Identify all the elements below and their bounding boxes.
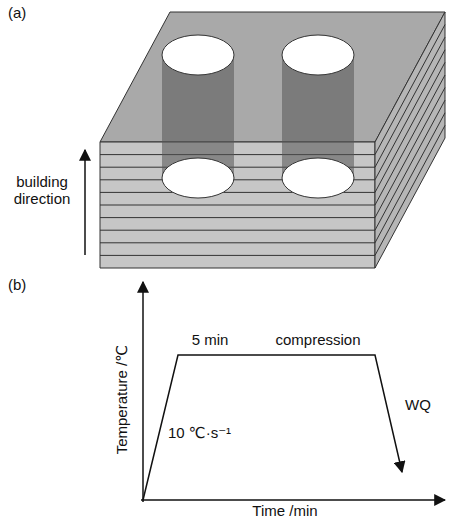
axis-title: Time /min — [252, 502, 317, 519]
temperature-profile — [143, 355, 402, 500]
right-face — [375, 12, 445, 268]
layer-lines — [100, 25, 445, 256]
step-label: compression — [275, 331, 360, 348]
x-axis — [141, 499, 445, 501]
layer-line — [375, 100, 445, 230]
cylinder-sample — [162, 35, 234, 198]
layer-line — [375, 75, 445, 205]
direction-label: building direction — [6, 173, 78, 208]
cylinder-sample — [282, 35, 354, 198]
layer-line — [100, 255, 375, 256]
panel-label: (b) — [8, 276, 26, 293]
layer-line — [100, 242, 375, 243]
panel-label: (a) — [8, 4, 26, 21]
cylinder-bottom — [162, 158, 234, 198]
printed-block — [100, 12, 445, 268]
layer-line — [375, 62, 445, 192]
axis-title: Temperature /℃ — [113, 345, 130, 454]
layer-line — [375, 125, 445, 255]
cylinder-top — [162, 35, 234, 75]
layer-line — [375, 50, 445, 180]
cylinder-bottom — [282, 158, 354, 198]
layer-line — [375, 88, 445, 218]
layer-line — [100, 217, 375, 218]
y-axis — [142, 282, 144, 502]
hold-time-label: 5 min — [192, 331, 229, 348]
direction-arrow — [84, 150, 86, 255]
layer-line — [375, 25, 445, 155]
layer-line — [375, 37, 445, 167]
layer-line — [100, 230, 375, 231]
layer-line — [100, 205, 375, 206]
heating-rate-label: 10 ℃·s⁻¹ — [168, 424, 231, 441]
cylinder-top — [282, 35, 354, 75]
front-face — [100, 142, 375, 268]
quench-label: WQ — [405, 396, 431, 413]
layer-line — [375, 113, 445, 243]
